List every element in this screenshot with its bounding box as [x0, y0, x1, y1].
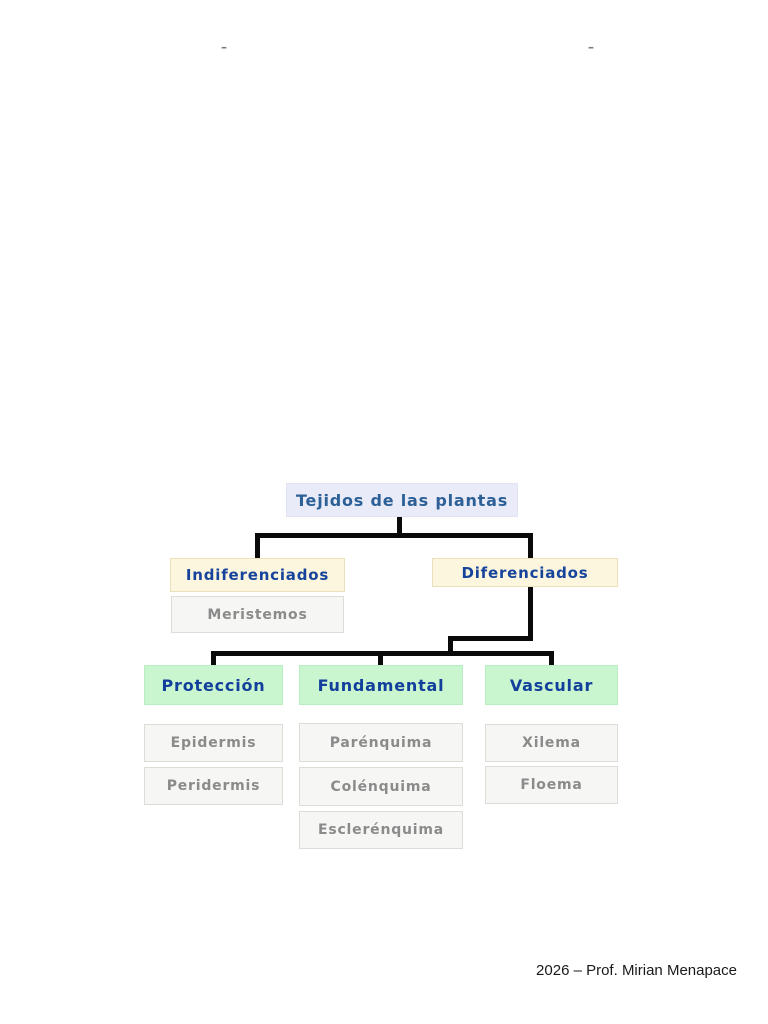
- connector-line: [397, 517, 402, 536]
- connector-line: [378, 654, 383, 665]
- connector-line: [255, 536, 260, 558]
- node-parenquima: Parénquima: [299, 723, 463, 762]
- connector-line: [255, 533, 533, 538]
- connector-line: [528, 587, 533, 641]
- node-indiferenciados: Indiferenciados: [170, 558, 345, 592]
- connector-line: [528, 536, 533, 558]
- connector-line: [211, 654, 216, 665]
- connector-line: [211, 651, 554, 656]
- node-proteccion: Protección: [144, 665, 283, 705]
- header-dash-mark-left: –: [221, 40, 227, 54]
- node-xilema: Xilema: [485, 724, 618, 762]
- node-colenquima: Colénquima: [299, 767, 463, 806]
- node-diferenciados: Diferenciados: [432, 558, 618, 587]
- header-dash-mark-right: –: [588, 40, 594, 54]
- node-vascular: Vascular: [485, 665, 618, 705]
- connector-line: [448, 636, 533, 641]
- node-fundamental: Fundamental: [299, 665, 463, 705]
- node-epidermis: Epidermis: [144, 724, 283, 762]
- node-peridermis: Peridermis: [144, 767, 283, 805]
- connector-line: [549, 654, 554, 665]
- node-esclerenquima: Esclerénquima: [299, 811, 463, 849]
- node-root-tejidos: Tejidos de las plantas: [286, 483, 518, 517]
- node-floema: Floema: [485, 766, 618, 804]
- node-meristemos: Meristemos: [171, 596, 344, 633]
- footer-credit: 2026 – Prof. Mirian Menapace: [536, 962, 737, 979]
- connector-line: [448, 636, 453, 656]
